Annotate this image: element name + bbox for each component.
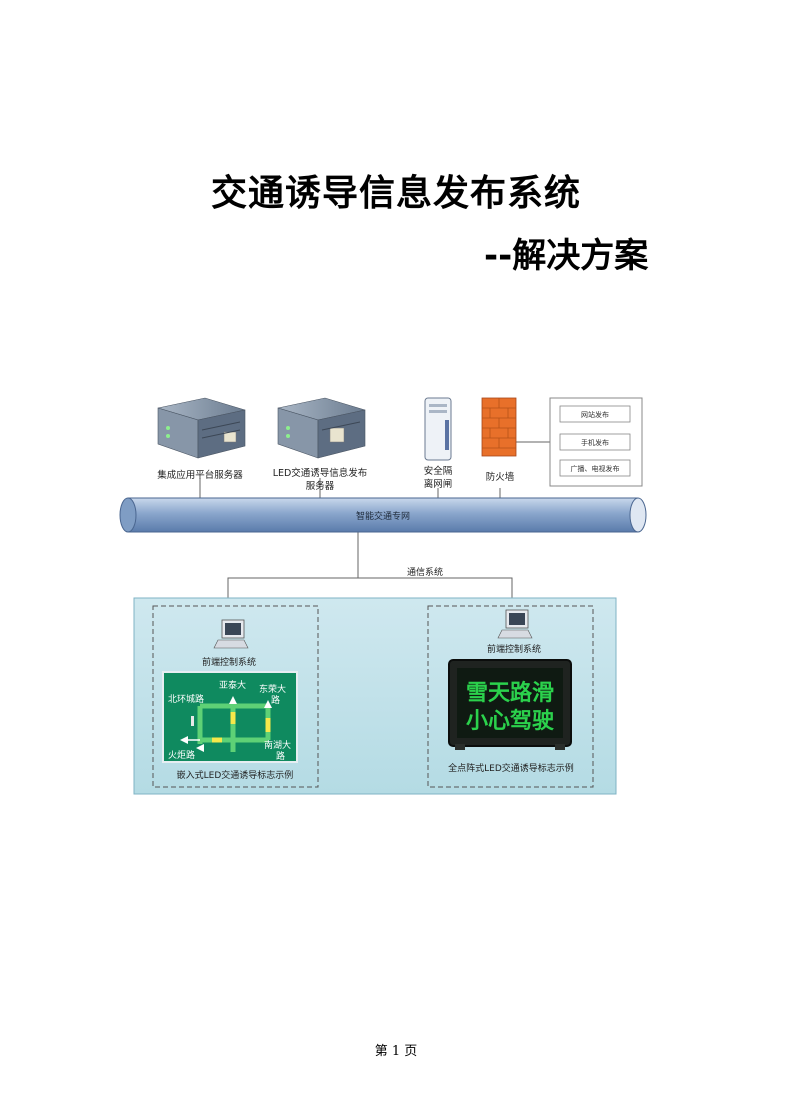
publish-item xyxy=(559,405,631,423)
comm-label: 通信系统 xyxy=(407,566,443,578)
page-number: 第 1 页 xyxy=(374,1044,418,1059)
led-server-label: 服务器 xyxy=(306,480,335,492)
page-subtitle: --解决方案 xyxy=(484,236,649,276)
road-label: 北环城路 xyxy=(168,693,204,705)
server-icon xyxy=(277,397,366,459)
led-matrix-sign xyxy=(448,659,572,750)
publish-item-label: 手机发布 xyxy=(581,438,609,447)
left-dashed-box xyxy=(152,605,319,788)
page-title: 交通诱导信息发布系统 xyxy=(210,173,581,214)
left-control-label: 前端控制系统 xyxy=(202,656,256,668)
led-server-label: LED交通诱导信息发布 xyxy=(273,467,368,479)
right-caption: 全点阵式LED交通诱导标志示例 xyxy=(448,762,574,774)
network-pipe xyxy=(119,497,647,533)
publish-item-label: 网站发布 xyxy=(581,410,609,419)
gateway-label: 离网闸 xyxy=(424,478,453,490)
road-label: 南湖大 xyxy=(264,739,291,751)
computer-icon xyxy=(213,619,249,649)
network-label: 智能交通专网 xyxy=(356,510,410,522)
right-control-label: 前端控制系统 xyxy=(487,643,541,655)
server-icon xyxy=(157,397,246,459)
publish-item xyxy=(559,459,631,477)
road-label: 路 xyxy=(271,694,280,706)
gateway-label: 安全隔 xyxy=(424,465,453,477)
firewall-icon xyxy=(481,397,517,457)
right-dashed-box xyxy=(427,605,594,788)
app-server-label: 集成应用平台服务器 xyxy=(157,469,243,481)
gateway-tower-icon xyxy=(424,397,452,461)
road-label: 火炬路 xyxy=(168,749,195,761)
left-caption: 嵌入式LED交通诱导标志示例 xyxy=(177,769,294,781)
publish-item-label: 广播、电视发布 xyxy=(571,464,620,473)
led-text-line2: 小心驾驶 xyxy=(466,708,554,734)
led-text-line1: 雪天路滑 xyxy=(466,680,554,706)
firewall-label: 防火墙 xyxy=(486,471,515,483)
road-label: 亚泰大 xyxy=(219,679,246,691)
publish-item xyxy=(559,433,631,451)
road-label: 路 xyxy=(276,750,285,762)
road-label: 东荣大 xyxy=(259,683,286,695)
map-sign xyxy=(162,671,298,763)
computer-icon xyxy=(497,609,533,639)
